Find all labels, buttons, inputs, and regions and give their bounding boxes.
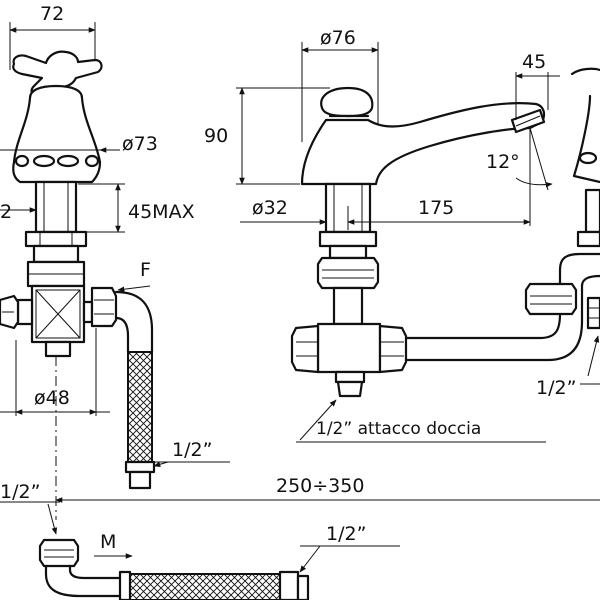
tee-fitting — [316, 322, 382, 374]
valve-bell — [12, 84, 102, 184]
label-right-half-inch: 1/2” — [536, 377, 576, 399]
label-f: F — [140, 259, 151, 281]
label-bottom-right-half-inch: 1/2” — [326, 523, 366, 545]
right-pipe-nut — [524, 282, 578, 316]
bottom-hose-view: 250÷350 1/2” M 1/2” — [0, 475, 600, 600]
left-valve-view: 72 ø73 2 45MAX — [0, 3, 230, 520]
label-bottom-left-half-inch: 1/2” — [0, 481, 40, 503]
dim-73: ø73 — [122, 133, 158, 155]
valve-stem — [34, 180, 78, 234]
dim-90: 90 — [204, 125, 228, 147]
dim-2: 2 — [0, 201, 12, 223]
label-shower-connection: 1/2” attacco doccia — [316, 419, 481, 439]
spout-hex-nut — [316, 256, 380, 290]
dim-12deg: 12° — [486, 151, 520, 173]
hex-connector — [90, 286, 118, 328]
dim-45: 45 — [522, 51, 546, 73]
label-hose-half-inch: 1/2” — [172, 439, 212, 461]
dim-76: ø76 — [320, 27, 356, 49]
dim-175: 175 — [418, 197, 454, 219]
dim-250-350: 250÷350 — [276, 475, 364, 497]
label-m: M — [100, 531, 116, 553]
braided-hose — [127, 351, 153, 465]
cross-handle — [12, 50, 103, 97]
spout-view: ø76 90 45 12° ø32 175 — [204, 27, 600, 443]
mounting-nut — [24, 230, 88, 248]
dim-72: 72 — [40, 3, 64, 25]
braided-hose-horizontal — [129, 573, 281, 600]
dim-32: ø32 — [252, 197, 288, 219]
dim-48: ø48 — [34, 387, 70, 409]
hose-end-hex — [38, 538, 80, 568]
spout-knob — [320, 86, 374, 118]
dim-45max: 45MAX — [128, 201, 195, 223]
